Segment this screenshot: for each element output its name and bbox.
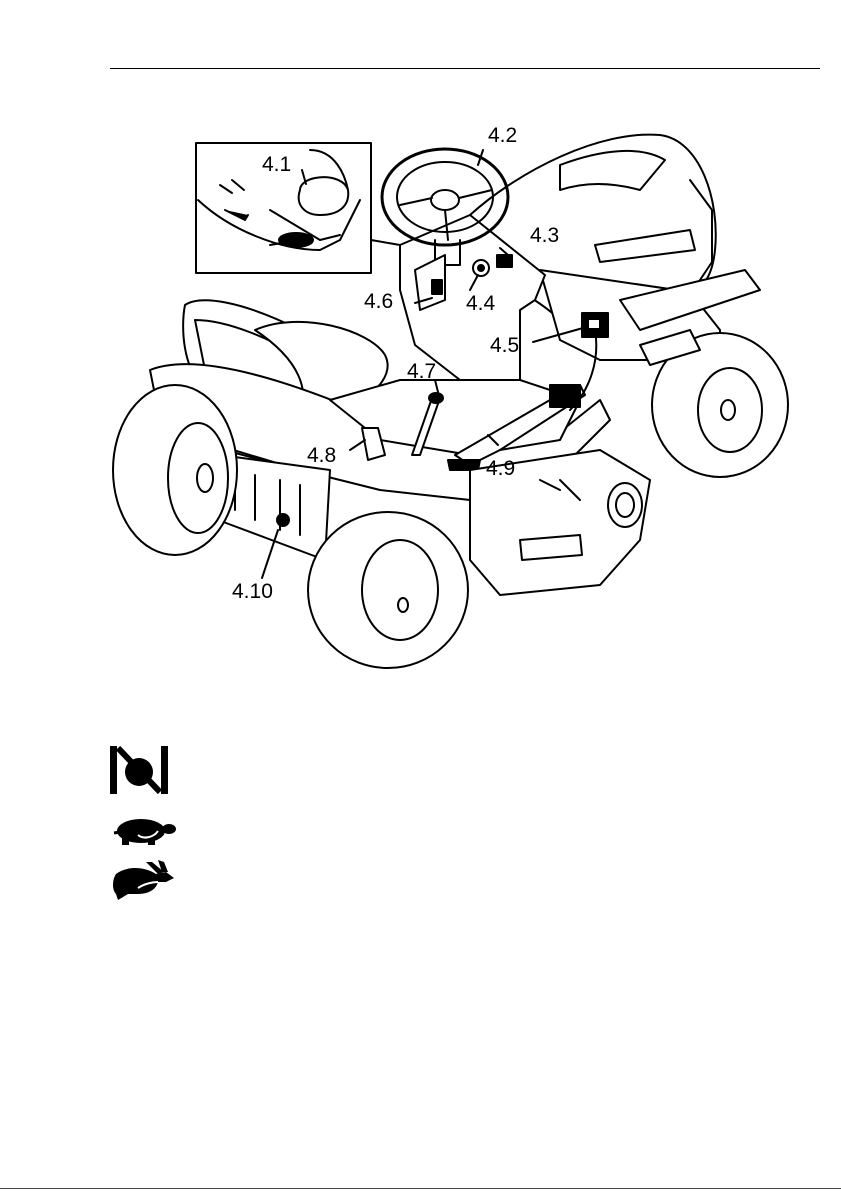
footer-rule (0, 1188, 841, 1189)
callout-4-1: 4.1 (262, 153, 291, 176)
callout-4-4: 4.4 (466, 292, 496, 315)
callout-4-7: 4.7 (407, 360, 436, 383)
callout-4-3: 4.3 (530, 224, 559, 247)
callout-4-10: 4.10 (232, 580, 273, 603)
rabbit-fast-icon (108, 860, 178, 902)
callout-4-9: 4.9 (486, 457, 515, 480)
callout-4-8: 4.8 (307, 444, 336, 467)
callout-4-5: 4.5 (490, 334, 519, 357)
rear-right-wheel (308, 512, 468, 668)
turtle-slow-icon (108, 815, 178, 847)
callout-4-2: 4.2 (488, 124, 517, 147)
rear-left-wheel (113, 385, 237, 555)
mower-illustration: 4.1 4.2 4.3 4.4 4.5 4.6 4.7 4.8 4.9 4.10 (0, 0, 841, 700)
parking-brake-icon (108, 744, 170, 796)
callout-4-6: 4.6 (364, 290, 393, 313)
throttle-control (497, 255, 512, 267)
